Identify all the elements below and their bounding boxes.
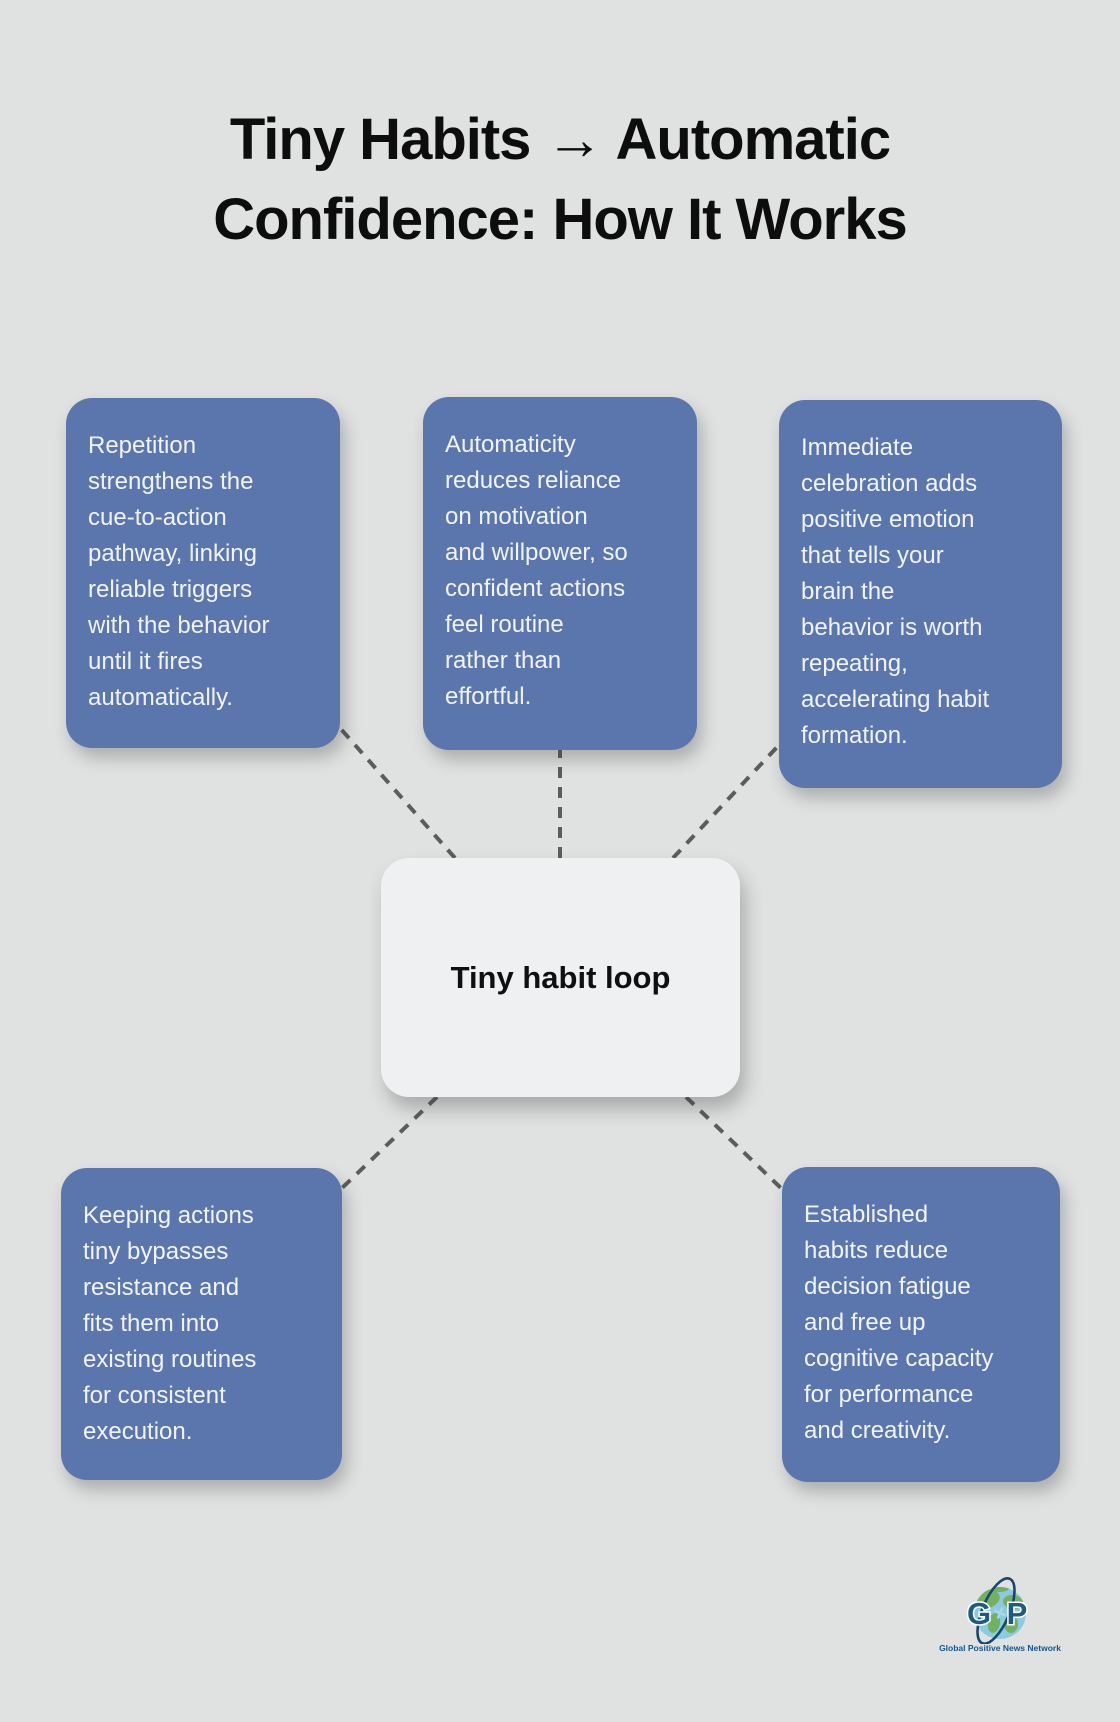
node-top-left: Repetition strengthens the cue-to-action… xyxy=(66,398,340,748)
center-node: Tiny habit loop xyxy=(381,858,740,1097)
page-title-line-1: Tiny Habits → Automatic xyxy=(229,107,891,172)
connector-top-right xyxy=(671,743,781,860)
connector-bottom-left xyxy=(340,1095,439,1190)
brand-logo: G P Global Positive News Network xyxy=(925,1566,1075,1662)
logo-letter-p: P xyxy=(1007,1596,1028,1631)
logo-caption: Global Positive News Network xyxy=(939,1643,1061,1653)
connector-top-left xyxy=(338,726,457,860)
node-bottom-left: Keeping actions tiny bypasses resistance… xyxy=(61,1168,342,1480)
node-top-right: Immediate celebration adds positive emot… xyxy=(779,400,1062,788)
node-bottom-right: Established habits reduce decision fatig… xyxy=(782,1167,1060,1482)
page-title-line-2: Confidence: How It Works xyxy=(213,187,908,252)
center-node-label: Tiny habit loop xyxy=(450,959,671,995)
node-top-center: Automaticity reduces reliance on motivat… xyxy=(423,397,697,750)
page-title: Tiny Habits → Automatic Confidence: How … xyxy=(0,100,1120,260)
connector-bottom-right xyxy=(684,1095,784,1191)
globe-orbit-icon: G P xyxy=(965,1577,1029,1644)
logo-letter-g: G xyxy=(967,1596,991,1631)
